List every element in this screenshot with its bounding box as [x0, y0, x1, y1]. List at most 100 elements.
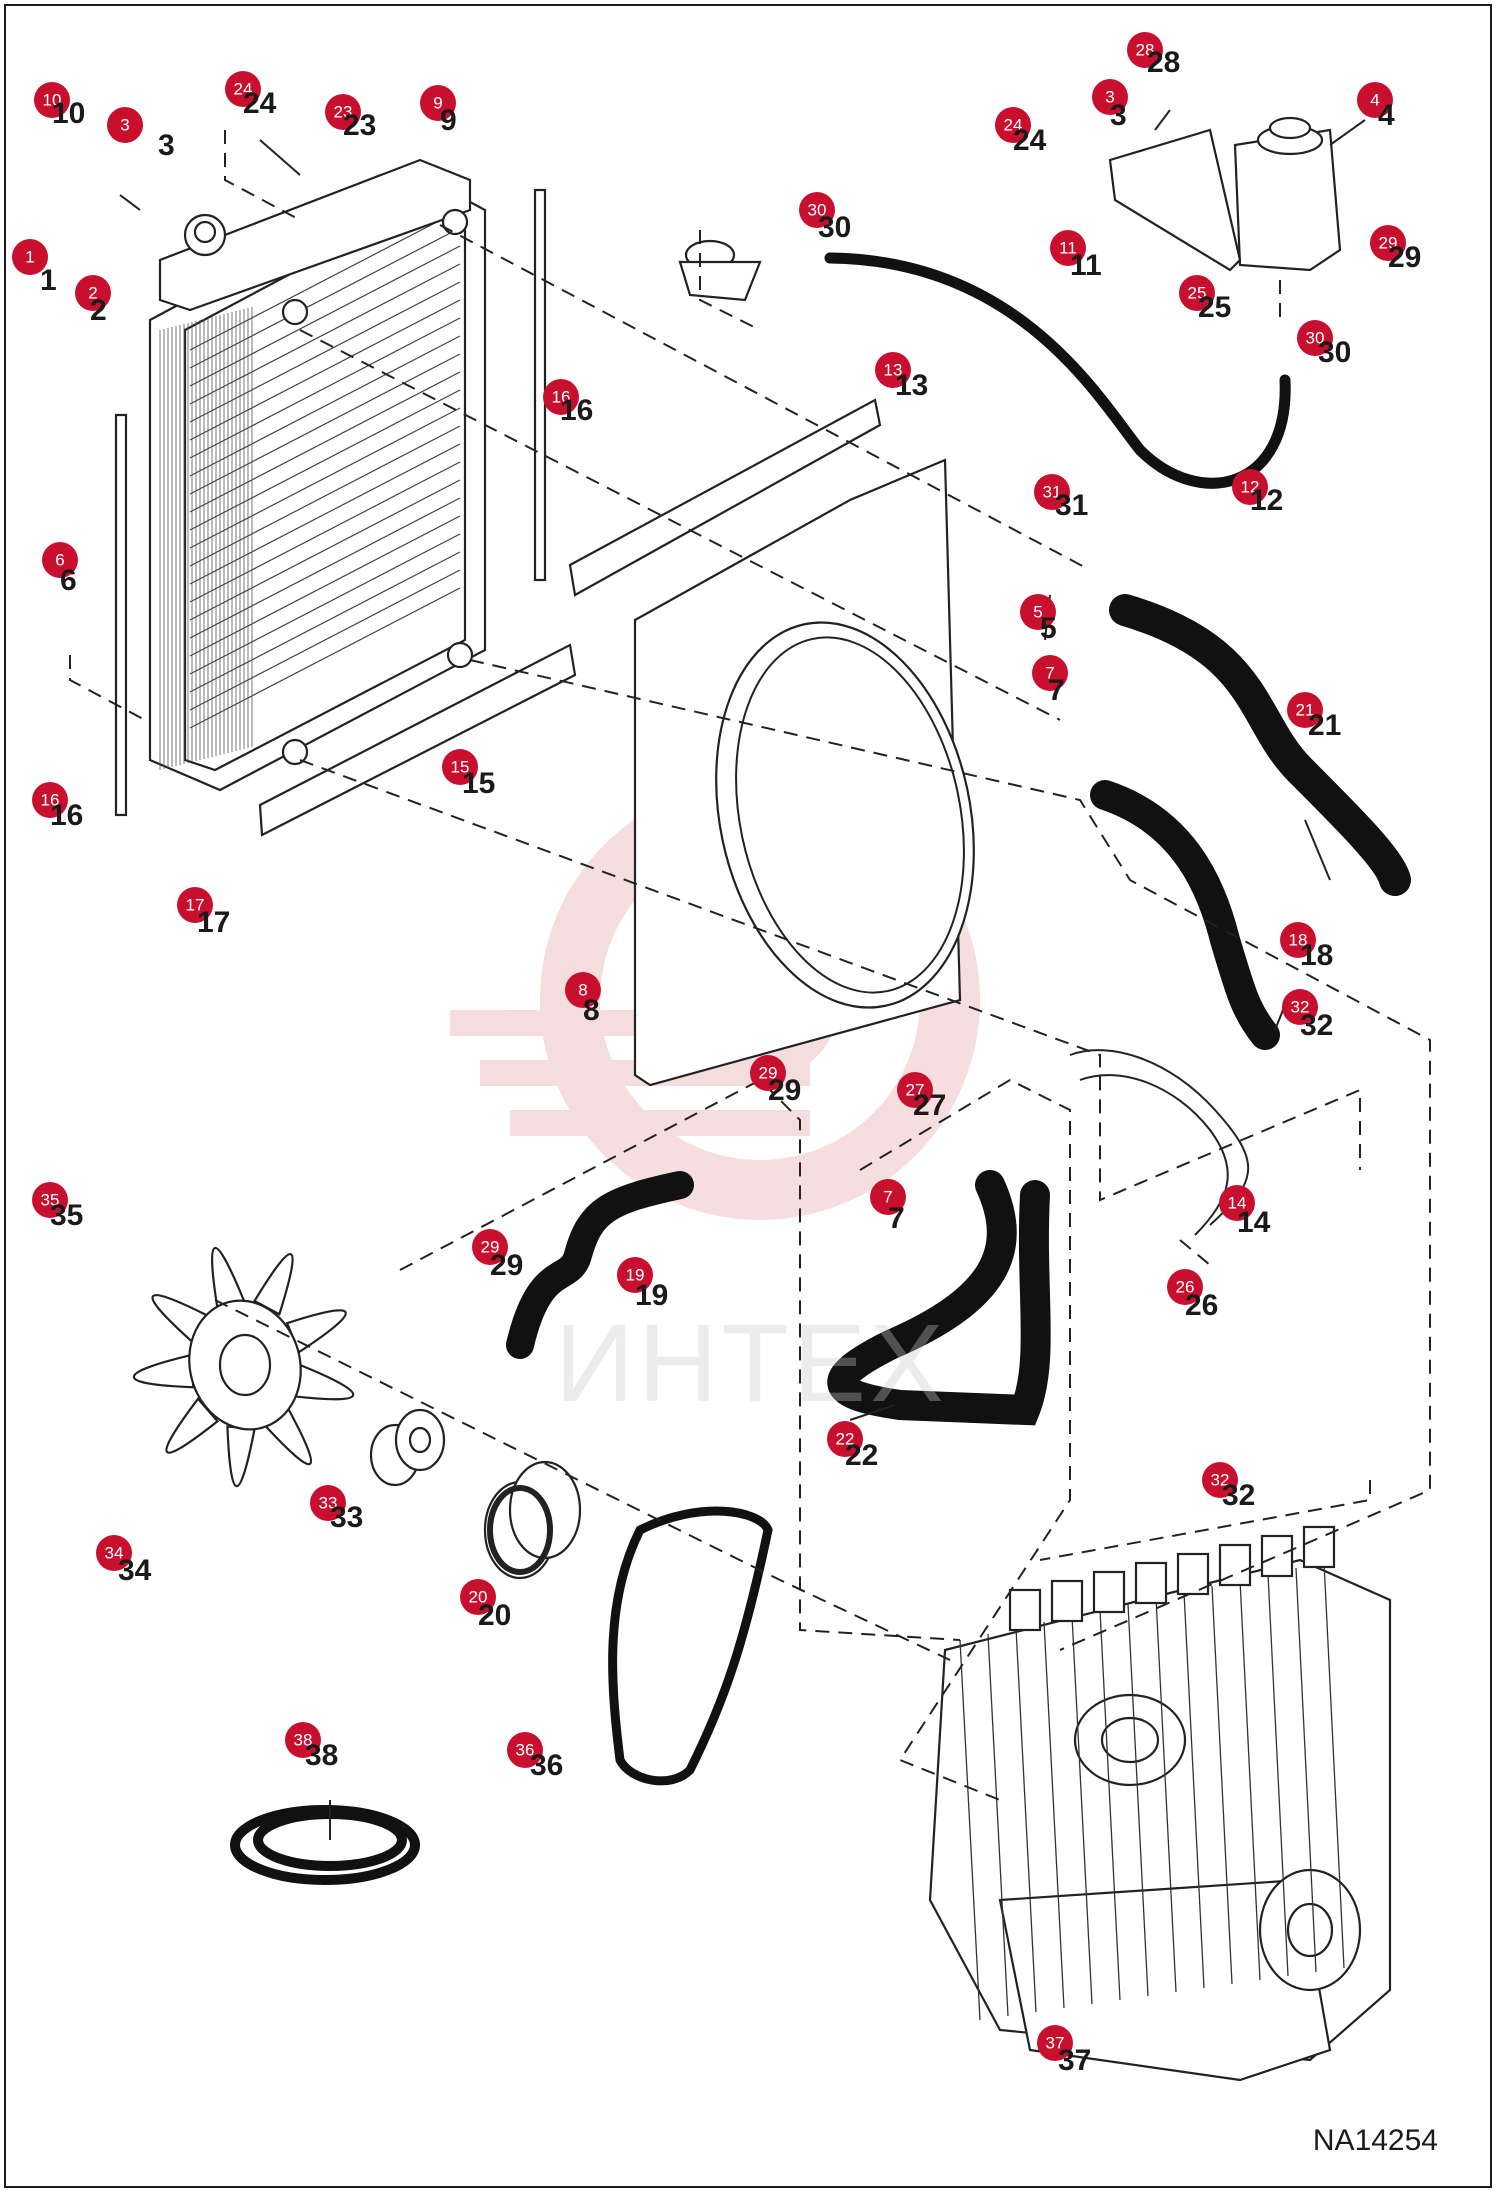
part-number-label-1: 1	[40, 264, 57, 297]
part-number-label-15: 15	[462, 767, 495, 800]
callout-bubble-number: 22	[836, 1430, 855, 1449]
upper-bracket	[568, 398, 882, 597]
callout-bubble-number: 15	[451, 758, 470, 777]
upper-hose	[1109, 594, 1411, 896]
part-number-label-23: 23	[343, 109, 376, 142]
callout-bubble-22: 22	[827, 1421, 863, 1457]
callout-bubble-number: 8	[578, 981, 587, 1000]
callout-bubble-number: 38	[294, 1731, 313, 1750]
callout-bubble-24: 24	[995, 107, 1031, 143]
fan-spacer	[369, 1408, 446, 1487]
seal-strip-right	[533, 188, 547, 582]
part-number-label-34: 34	[118, 1554, 152, 1587]
callout-bubble-11: 11	[1050, 230, 1086, 266]
callout-bubble-number: 19	[626, 1266, 645, 1285]
part-number-label-24: 24	[1013, 124, 1047, 157]
part-number-label-32: 32	[1222, 1479, 1255, 1512]
callout-bubble-15: 15	[442, 749, 478, 785]
callout-bubble-4: 4	[1357, 82, 1393, 118]
callout-bubble-12: 12	[1232, 469, 1268, 505]
callout-bubble-number: 28	[1136, 41, 1155, 60]
callout-bubble-34: 34	[96, 1535, 132, 1571]
radiator-fins	[159, 209, 461, 770]
callout-bubble-21: 21	[1287, 692, 1323, 728]
part-number-label-29: 29	[768, 1074, 801, 1107]
callout-bubble-number: 3	[120, 116, 129, 135]
callout-bubble-31: 31	[1034, 474, 1070, 510]
watermark-text: ИНТЕХ	[555, 1302, 948, 1425]
callout-bubble-14: 14	[1219, 1185, 1255, 1221]
callout-bubble-number: 32	[1211, 1471, 1230, 1490]
callout-bubble-35: 35	[32, 1182, 68, 1218]
lower-hose	[1090, 780, 1280, 1050]
part-number-label-11: 11	[1070, 249, 1102, 282]
part-number-label-33: 33	[330, 1501, 363, 1534]
fan-pulley	[483, 1460, 582, 1580]
callout-bubble-number: 18	[1289, 931, 1308, 950]
engine-detail	[959, 1525, 1345, 2021]
fan-shroud	[633, 458, 975, 1087]
leader-lines	[119, 109, 1366, 1840]
part-number-label-2: 2	[90, 294, 107, 327]
fan-blade	[291, 1363, 355, 1401]
callout-bubble-32: 32	[1282, 989, 1318, 1025]
callout-bubble-number: 27	[906, 1081, 925, 1100]
callout-bubble-number: 14	[1228, 1194, 1247, 1213]
callout-bubble-number: 24	[1004, 116, 1023, 135]
callout-bubble-number: 35	[41, 1191, 60, 1210]
callout-bubble-number: 11	[1059, 239, 1077, 258]
callout-bubble-19: 19	[617, 1257, 653, 1293]
hose-coil	[230, 1805, 420, 1885]
callout-bubble-30: 30	[1297, 320, 1333, 356]
coolant-reservoir	[1108, 116, 1342, 272]
callout-bubble-number: 4	[1370, 91, 1379, 110]
callout-bubble-number: 1	[25, 248, 34, 267]
drive-belt	[608, 1506, 773, 1786]
callout-bubble-number: 26	[1176, 1278, 1195, 1297]
part-number-label-14: 14	[1237, 1206, 1271, 1239]
part-number-label-9: 9	[440, 104, 457, 137]
callout-bubble-number: 23	[334, 103, 353, 122]
drawing-code: NA14254	[1312, 2124, 1438, 2157]
part-number-label-36: 36	[530, 1749, 563, 1782]
part-number-label-3: 3	[158, 129, 175, 162]
part-number-label-20: 20	[478, 1599, 511, 1632]
fan-blade	[211, 1246, 246, 1311]
fan-blade	[253, 1253, 294, 1316]
part-number-label-28: 28	[1147, 46, 1180, 79]
part-number-label-7: 7	[1048, 674, 1065, 707]
callout-bubble-18: 18	[1280, 922, 1316, 958]
callout-bubble-16: 16	[32, 782, 68, 818]
part-number-label-38: 38	[305, 1739, 338, 1772]
fan-blade	[226, 1425, 256, 1487]
fan-blade	[133, 1353, 195, 1389]
callout-bubble-27: 27	[897, 1072, 933, 1108]
callout-bubble-number: 2	[88, 284, 97, 303]
part-number-label-12: 12	[1250, 484, 1283, 517]
part-number-label-7: 7	[888, 1202, 905, 1235]
part-number-label-30: 30	[1318, 336, 1351, 369]
callout-bubble-number: 32	[1291, 998, 1310, 1017]
callout-bubble-number: 16	[41, 791, 60, 810]
engine	[928, 1525, 1392, 2082]
callout-bubble-37: 37	[1037, 2025, 1073, 2061]
overflow-hose	[824, 252, 1291, 489]
part-number-label-26: 26	[1185, 1289, 1218, 1322]
callout-bubble-20: 20	[460, 1579, 496, 1615]
fan-blade	[165, 1397, 220, 1454]
callout-bubble-36: 36	[507, 1732, 543, 1768]
part-number-label-6: 6	[60, 564, 77, 597]
callout-bubble-1: 1	[12, 239, 48, 275]
heater-hose	[827, 1170, 1051, 1426]
callout-bubble-number: 30	[808, 201, 827, 220]
callout-bubble-number: 24	[234, 80, 253, 99]
callout-bubble-10: 10	[34, 82, 70, 118]
part-number-label-8: 8	[583, 994, 600, 1027]
part-number-label-16: 16	[560, 394, 593, 427]
callout-bubble-number: 7	[1045, 664, 1054, 683]
callout-bubble-28: 28	[1127, 32, 1163, 68]
callout-bubble-6: 6	[42, 542, 78, 578]
part-number-label-3: 3	[1110, 99, 1127, 132]
part-number-label-25: 25	[1198, 291, 1231, 324]
